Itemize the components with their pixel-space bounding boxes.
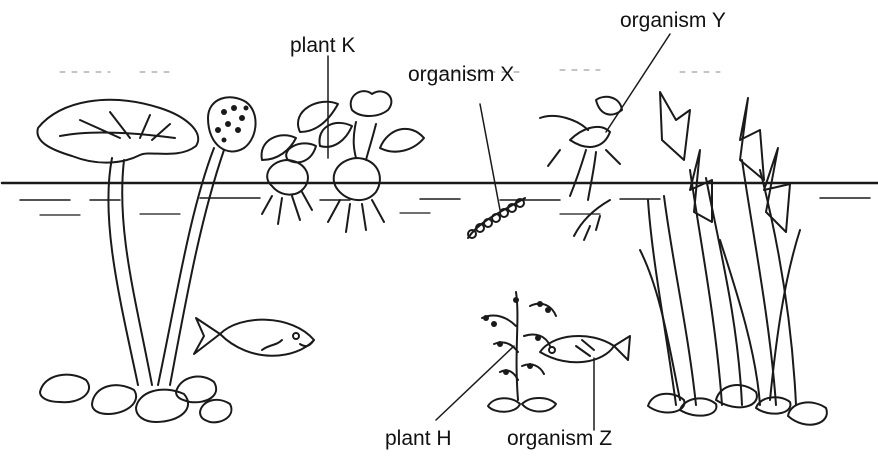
label-plant-h: plant H	[385, 428, 452, 449]
plant-k-drawing	[262, 91, 424, 232]
arrowhead-plant	[640, 92, 800, 405]
plant-h-pointer	[436, 346, 514, 420]
label-organism-z: organism Z	[507, 428, 612, 449]
label-organism-y: organism Y	[620, 10, 726, 31]
organism-x-pointer	[480, 104, 500, 210]
label-plant-k: plant K	[290, 35, 355, 56]
label-organism-x: organism X	[408, 64, 514, 85]
water-lily-plant	[37, 97, 255, 385]
large-fish	[194, 318, 314, 356]
organism-x-drawing	[468, 198, 525, 238]
organism-y-drawing	[540, 97, 622, 240]
organism-z-drawing	[540, 336, 630, 362]
